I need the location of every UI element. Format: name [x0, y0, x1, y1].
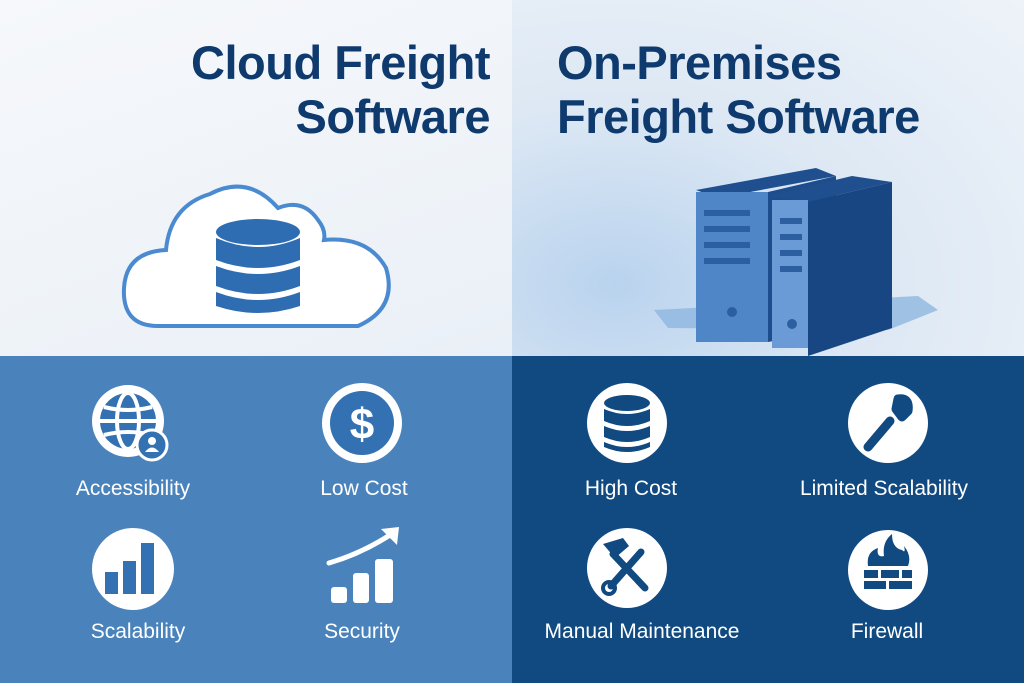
feature-label-low-cost: Low Cost [320, 477, 408, 500]
feature-label-security: Security [324, 620, 400, 643]
cloud-title-line1: Cloud Freight [191, 36, 490, 89]
feature-label-manual-maintenance: Manual Maintenance [544, 620, 740, 643]
cloud-features-panel [0, 356, 512, 683]
hammer-wrench-icon [587, 528, 667, 608]
onprem-title-line1: On-Premises [557, 36, 842, 89]
server-rack-icon [654, 168, 938, 356]
dollar-icon: $ [322, 383, 402, 463]
feature-label-scalability: Scalability [90, 620, 186, 643]
wrench-icon [848, 383, 928, 463]
cloud-title-line2: Software [295, 90, 491, 143]
feature-label-limited-scalability: Limited Scalability [799, 477, 969, 500]
cloud-title: Cloud Freight Software [191, 36, 490, 144]
onprem-title-line2: Freight Software [557, 90, 920, 143]
bar-chart-icon [92, 528, 174, 610]
svg-text:$: $ [350, 400, 374, 449]
feature-label-accessibility: Accessibility [75, 477, 191, 500]
trending-chart-icon [326, 527, 399, 603]
database-icon [587, 383, 667, 463]
cloud-database-icon [121, 184, 391, 328]
firewall-icon [848, 530, 928, 610]
globe-user-icon [92, 385, 169, 462]
feature-label-firewall: Firewall [850, 620, 924, 643]
feature-label-high-cost: High Cost [584, 477, 678, 500]
onprem-title: On-Premises Freight Software [557, 36, 920, 144]
